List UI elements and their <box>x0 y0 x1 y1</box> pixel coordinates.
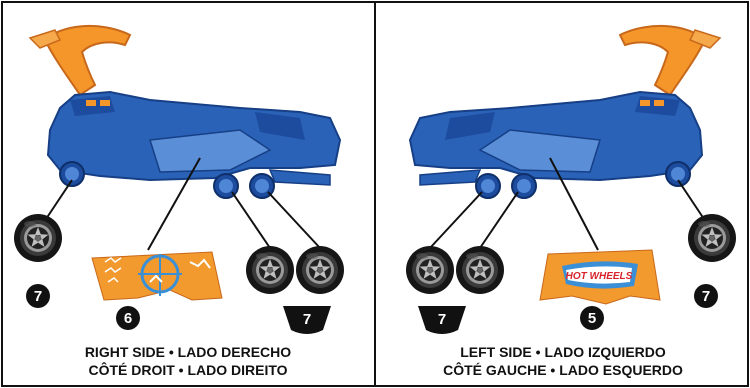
left-side-caption: LEFT SIDE • LADO IZQUIERDO CÔTÉ GAUCHE •… <box>393 343 733 379</box>
left-side-panel: HOT WHEELS 7 5 7 <box>406 26 736 334</box>
left-truck <box>410 92 702 198</box>
left-badge-sticker-text: 5 <box>588 310 596 327</box>
left-badge-wheel-single-text: 7 <box>702 288 710 305</box>
left-ramp <box>620 26 720 95</box>
right-badge-wheel-pair: 7 <box>283 306 331 334</box>
right-wheel-front <box>14 214 62 262</box>
right-badge-sticker-text: 6 <box>124 310 132 327</box>
right-badge-wheel-pair-text: 7 <box>303 311 311 328</box>
left-wheel-rear-2 <box>456 246 504 294</box>
right-badge-wheel-single: 7 <box>26 284 50 308</box>
left-badge-wheel-pair: 7 <box>418 306 466 334</box>
right-badge-wheel-single-text: 7 <box>34 288 42 305</box>
right-side-caption: RIGHT SIDE • LADO DERECHO CÔTÉ DROIT • L… <box>18 343 358 379</box>
right-sticker <box>92 252 222 300</box>
right-side-panel: 7 6 7 <box>14 26 344 334</box>
right-wheel-rear-2 <box>296 246 344 294</box>
hot-wheels-logo-text: HOT WHEELS <box>566 271 633 282</box>
right-truck <box>48 92 340 198</box>
left-side-caption-line2: CÔTÉ GAUCHE • LADO ESQUERDO <box>393 361 733 379</box>
right-badge-sticker: 6 <box>116 306 140 330</box>
left-wheel-rear-1 <box>406 246 454 294</box>
left-sticker: HOT WHEELS <box>540 250 660 304</box>
right-side-caption-line1: RIGHT SIDE • LADO DERECHO <box>18 343 358 361</box>
right-ramp <box>30 26 130 95</box>
right-wheel-rear-1 <box>246 246 294 294</box>
right-side-caption-line2: CÔTÉ DROIT • LADO DIREITO <box>18 361 358 379</box>
left-badge-wheel-pair-text: 7 <box>438 311 446 328</box>
left-badge-sticker: 5 <box>580 306 604 330</box>
left-wheel-front <box>688 214 736 262</box>
left-badge-wheel-single: 7 <box>694 284 718 308</box>
left-side-caption-line1: LEFT SIDE • LADO IZQUIERDO <box>393 343 733 361</box>
